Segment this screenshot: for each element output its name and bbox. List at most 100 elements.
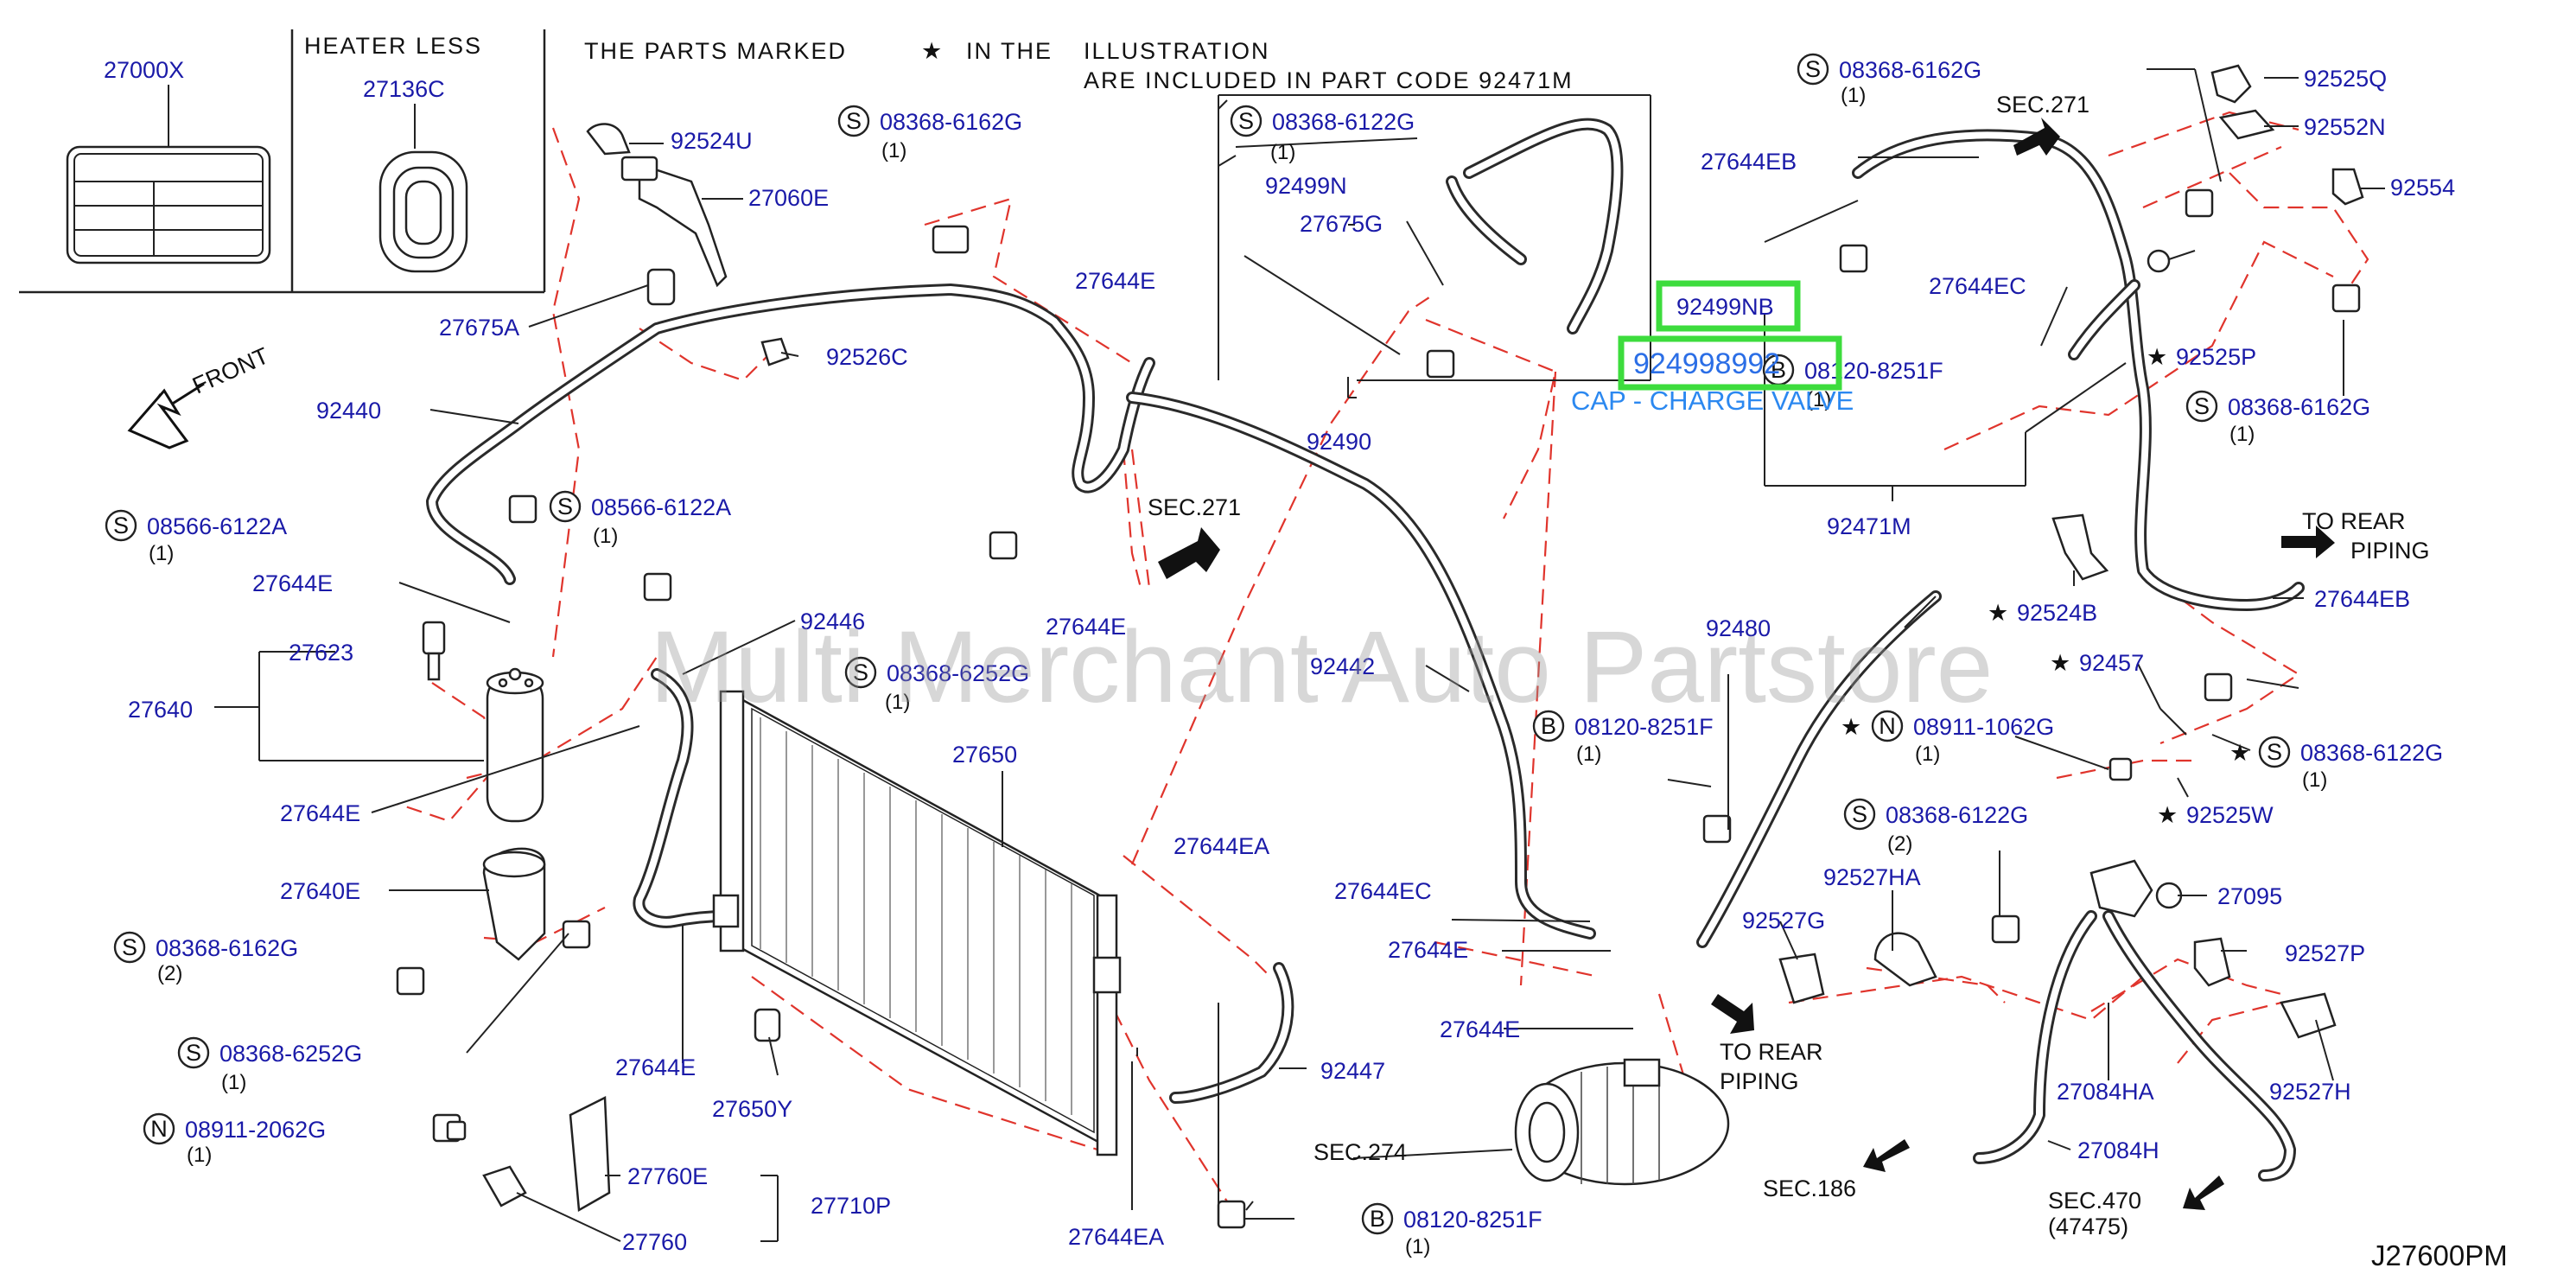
part-label-27060E: 27060E	[748, 185, 829, 211]
fastener-prefix: S	[186, 1040, 201, 1066]
part-label-27644EC-b: 27644EC	[1929, 273, 2026, 299]
fastener-callout: ★ S 08368-6122G (1)	[2229, 736, 2443, 792]
to-rear-a-line1: TO REAR	[1720, 1039, 1823, 1065]
fastener-qty: (1)	[1270, 141, 1295, 164]
star-icon: ★	[2157, 802, 2178, 828]
part-label-27640: 27640	[128, 697, 193, 723]
fastener-prefix: S	[1852, 801, 1867, 827]
part-label-92524U: 92524U	[671, 128, 753, 154]
to-rear-b-line2: PIPING	[2350, 538, 2430, 564]
grommet-27136C	[378, 150, 468, 273]
leader-lines	[214, 68, 2385, 1242]
fastener-prefix: S	[1238, 108, 1254, 134]
heater-less-label: HEATER LESS	[304, 33, 482, 59]
fastener-glyphs	[396, 188, 2361, 1229]
fastener-prefix: S	[2194, 393, 2210, 419]
arrow-sec271-b-icon	[2013, 118, 2060, 156]
fastener-qty: (2)	[157, 962, 182, 985]
valve-27095	[2089, 859, 2183, 918]
part-label-92499N: 92499N	[1265, 173, 1347, 199]
fastener-callout: ★ N 08911-1062G (1)	[1841, 710, 2054, 766]
fastener-prefix: S	[1805, 56, 1821, 82]
fastener-qty: (1)	[1806, 388, 1831, 411]
arrow-sec470-icon	[2183, 1176, 2224, 1210]
sec470-label: SEC.470	[2048, 1188, 2141, 1214]
part-label-27084H: 27084H	[2077, 1137, 2159, 1163]
fastener-code: 08368-6162G	[2228, 394, 2370, 420]
fastener-qty: (1)	[1405, 1235, 1430, 1258]
diagram-code: J27600PM	[2371, 1239, 2508, 1271]
sec470-sub-label: (47475)	[2048, 1214, 2128, 1239]
clamp-92527H	[2280, 992, 2337, 1039]
fastener-prefix: S	[122, 934, 137, 960]
fastener-code: 08566-6122A	[147, 513, 287, 539]
part-label-92525W: 92525W	[2186, 802, 2274, 828]
fastener-qty: (1)	[1915, 742, 1940, 766]
clamp-92554	[2331, 168, 2364, 206]
clamp-92527G	[1778, 953, 1825, 1004]
part-label-92527G: 92527G	[1742, 908, 1825, 933]
fastener-code: 08120-8251F	[1574, 714, 1714, 740]
highlight-part-92499NB[interactable]: 92499NB	[1676, 294, 1774, 320]
highlight-overlays: 92499NB 924998992 CAP - CHARGE VALVE	[1571, 280, 1854, 416]
fastener-code: 08911-2062G	[185, 1117, 326, 1143]
fastener-qty: (1)	[593, 525, 618, 548]
fastener-prefix: N	[1879, 713, 1896, 739]
part-label-27640E: 27640E	[280, 878, 360, 904]
fastener-qty: (1)	[1576, 742, 1601, 766]
part-label-27136C: 27136C	[363, 76, 445, 102]
fastener-qty: (1)	[885, 691, 910, 714]
part-label-27650: 27650	[952, 742, 1017, 768]
front-indicator: FRONT	[127, 342, 272, 449]
fastener-qty: (1)	[881, 139, 906, 162]
part-label-27644E-e: 27644E	[1046, 614, 1126, 640]
fastener-code: 08368-6252G	[219, 1041, 362, 1067]
highlight-part-924998992[interactable]: 924998992	[1633, 347, 1780, 380]
fastener-code: 08368-6122G	[1272, 109, 1415, 135]
sec274-label: SEC.274	[1313, 1139, 1407, 1165]
fastener-qty: (1)	[221, 1071, 246, 1094]
fastener-prefix: S	[557, 494, 573, 519]
part-label-92524B: 92524B	[2017, 600, 2097, 626]
fastener-callout: B 08120-8251F (1)	[1532, 710, 1714, 766]
part-labels: 92524U 27060E 27675A 92526C 92440 27644E…	[128, 66, 2455, 1255]
note-line2: ARE INCLUDED IN PART CODE 92471M	[1084, 67, 1574, 93]
part-label-27644EA-a: 27644EA	[1068, 1224, 1164, 1250]
arrow-sec271-a-icon	[1158, 527, 1220, 579]
sec271-label-a: SEC.271	[1148, 494, 1241, 520]
clamp-92552N	[2218, 109, 2275, 140]
clip-27675A	[646, 268, 676, 306]
part-label-92471M: 92471M	[1827, 513, 1911, 539]
part-label-92526C: 92526C	[826, 344, 908, 370]
front-arrow-icon	[127, 388, 189, 449]
to-rear-a-line2: PIPING	[1720, 1068, 1799, 1094]
note-line1: THE PARTS MARKED	[584, 38, 847, 64]
watermark: Multi Merchant Auto Partstore	[650, 610, 1993, 724]
fastener-callout: S 08368-6162G (2)	[113, 931, 298, 985]
part-label-92554: 92554	[2390, 175, 2455, 201]
star-icon: ★	[1988, 600, 2008, 626]
part-label-92527HA: 92527HA	[1823, 864, 1921, 890]
clip-92524U	[586, 123, 631, 156]
fastener-code: 08566-6122A	[591, 494, 731, 520]
fastener-callout: S 08368-6252G (1)	[844, 656, 1029, 714]
part-label-27644E-f: 27644E	[1388, 937, 1468, 963]
part-label-27644E-a: 27644E	[252, 570, 333, 596]
fastener-callout: S 08368-6252G (1)	[177, 1036, 362, 1094]
compressor-sec274	[1514, 1058, 1730, 1186]
fastener-code: 08120-8251F	[1403, 1207, 1542, 1233]
clamp-92524B	[2051, 513, 2109, 581]
fastener-callout: S 08368-6162G (1)	[2185, 390, 2370, 446]
pressure-switch-27623	[422, 621, 446, 681]
part-label-92442: 92442	[1310, 653, 1375, 679]
fastener-code: 08911-1062G	[1913, 714, 2054, 740]
note-illustration: ILLUSTRATION	[1084, 38, 1270, 64]
star-icon: ★	[921, 38, 942, 64]
part-label-27710P: 27710P	[811, 1193, 891, 1219]
part-label-92446: 92446	[800, 608, 865, 634]
fastener-prefix: B	[1771, 357, 1786, 383]
clamp-92527HA	[1873, 932, 1937, 987]
part-label-92480: 92480	[1706, 615, 1771, 641]
fastener-code: 08368-6162G	[1839, 57, 1981, 83]
pipe-92446	[633, 668, 732, 928]
